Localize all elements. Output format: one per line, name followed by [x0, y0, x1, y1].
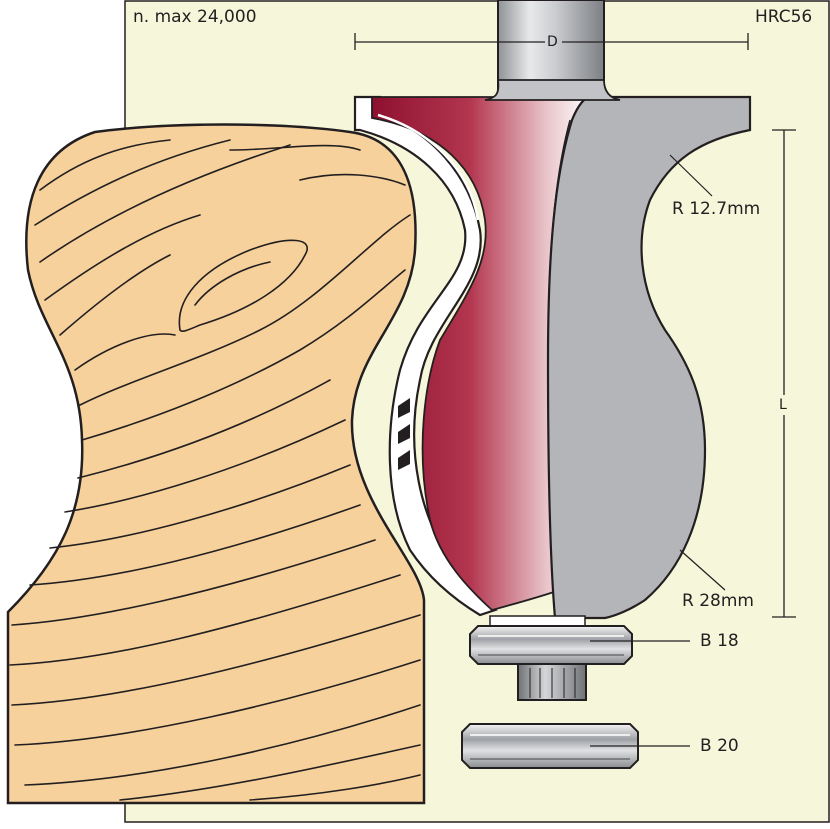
length-label: L	[779, 397, 787, 413]
cutter-edge	[353, 95, 498, 617]
wood-workpiece	[6, 123, 426, 805]
leader-r-upper	[669, 154, 713, 197]
screw-hub	[517, 663, 587, 701]
leader-r-lower	[679, 549, 726, 591]
bearing-b20-label: B 20	[700, 736, 739, 756]
hardness-label: HRC56	[755, 7, 813, 27]
bearing-b18-label: B 18	[700, 631, 739, 651]
bearing-b20	[461, 723, 639, 769]
radius-upper-label: R 12.7mm	[672, 199, 761, 219]
max-speed-label: n. max 24,000	[133, 7, 257, 27]
diameter-label: D	[547, 34, 558, 50]
dimension-d	[354, 33, 749, 50]
shank	[497, 0, 605, 93]
carbide-blade	[371, 96, 591, 612]
bearing-b18	[469, 615, 633, 665]
dimension-l	[772, 129, 796, 618]
radius-lower-label: R 28mm	[682, 591, 754, 611]
